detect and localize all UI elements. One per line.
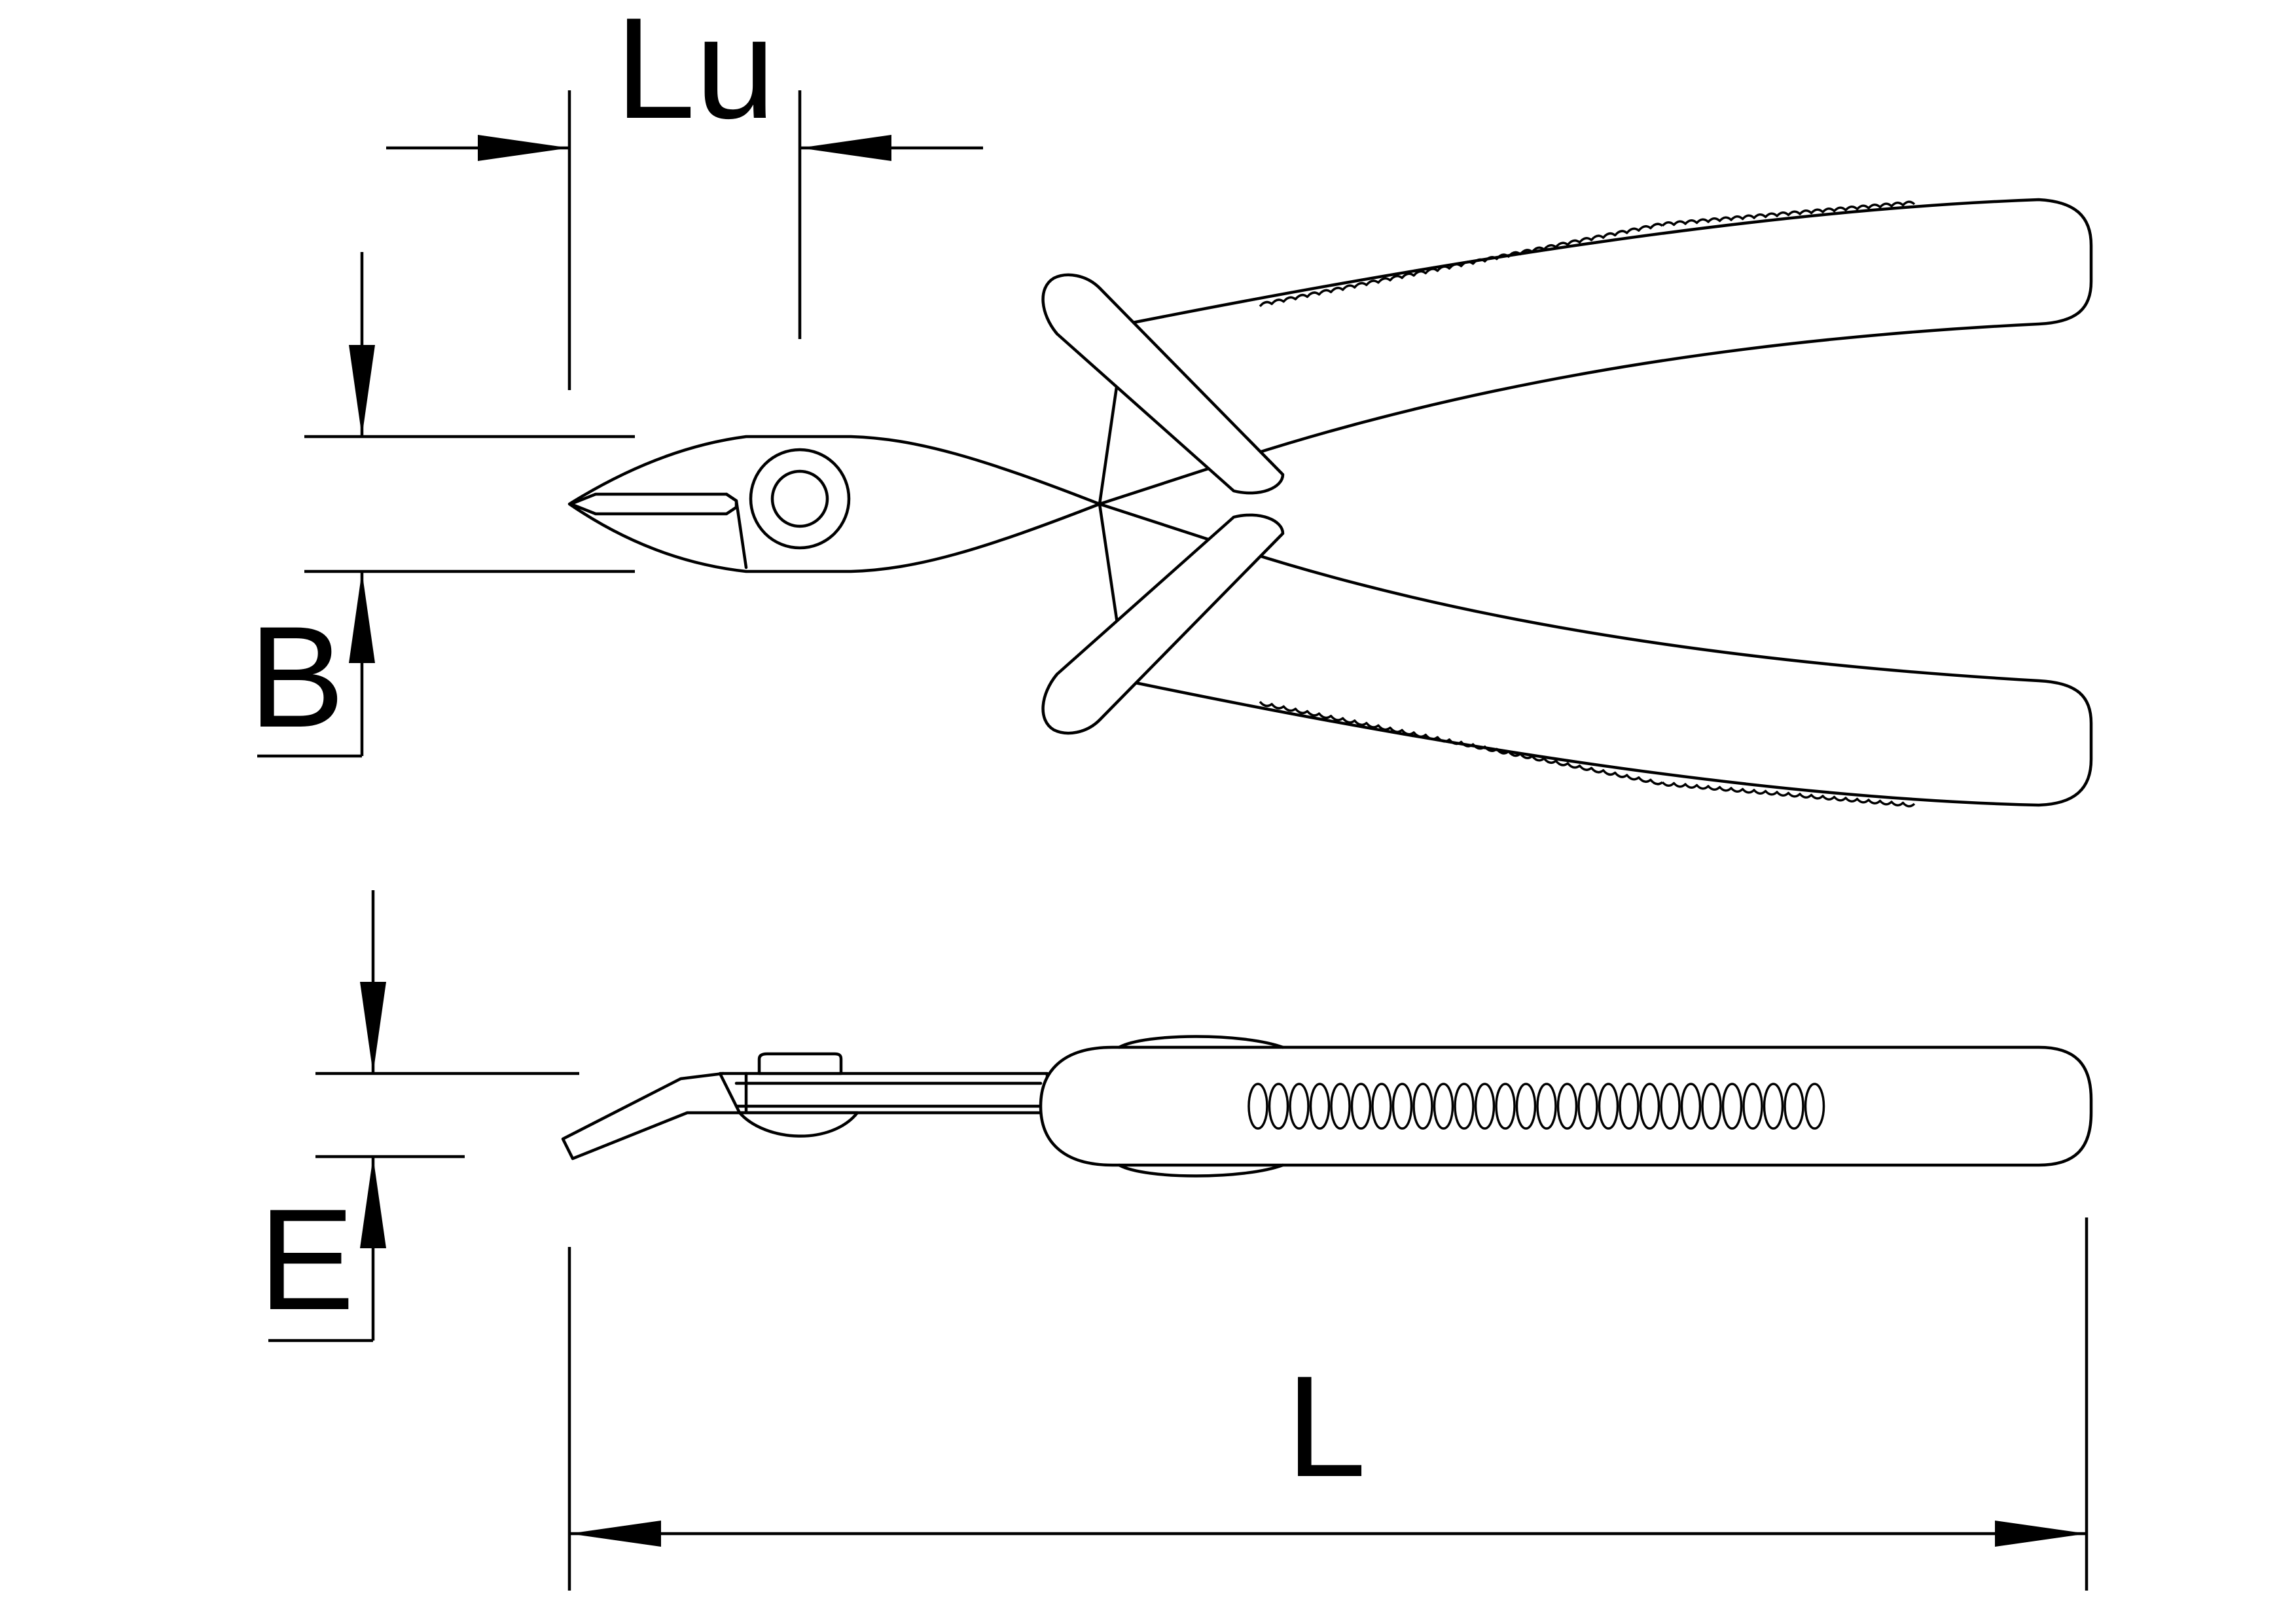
side-rivet-top [757,1052,843,1075]
grip-oval [1495,1083,1516,1130]
grip-oval [1330,1083,1351,1130]
grip-oval [1515,1083,1537,1130]
grip-oval [1433,1083,1454,1130]
upper-finger-guard [1041,273,1285,495]
grip-oval [1289,1083,1310,1130]
grip-oval [1474,1083,1496,1130]
grip-oval [1742,1083,1763,1130]
side-rivet-bottom [738,1111,859,1138]
lower-handle [1098,502,2093,807]
upper-handle [1098,198,2093,506]
grip-oval [1619,1083,1640,1130]
grip-oval [1784,1083,1804,1130]
side-handle [1039,1045,2093,1167]
grip-oval [1804,1083,1825,1130]
grip-oval [1454,1083,1475,1130]
upper-grip-texture [1259,200,1916,308]
pivot-inner-circle [770,469,829,528]
dimension-l: L [567,1217,2089,1591]
lower-finger-guard [1041,513,1285,735]
side-grip-pattern [1247,1083,1825,1130]
side-jaw-tip [561,1072,742,1161]
grip-oval [1577,1083,1598,1130]
grip-oval [1412,1083,1433,1130]
grip-oval [1371,1083,1392,1130]
pliers-side-view [561,1035,2093,1178]
grip-oval [1350,1083,1372,1130]
label-b: B [249,596,345,757]
grip-oval [1598,1083,1619,1130]
grip-oval [1536,1083,1557,1130]
grip-oval [1309,1083,1331,1130]
grip-oval [1639,1083,1660,1130]
grip-oval [1391,1083,1413,1130]
grip-oval [1268,1083,1289,1130]
jaw-cutting-face [725,492,748,569]
grip-oval [1556,1083,1578,1130]
grip-oval [1701,1083,1722,1130]
lower-grip-texture [1259,700,1916,808]
dimension-e: E [259,890,579,1343]
grip-oval [1680,1083,1702,1130]
grip-oval [1247,1083,1268,1130]
label-e: E [259,1179,355,1340]
grip-oval [1763,1083,1784,1130]
pliers-top-view [567,198,2093,808]
grip-oval [1721,1083,1743,1130]
label-l: L [1286,1346,1366,1507]
grip-oval [1660,1083,1681,1130]
dimension-b: B [249,252,635,758]
dimension-lu: Lu [386,0,983,390]
label-lu: Lu [615,0,776,149]
